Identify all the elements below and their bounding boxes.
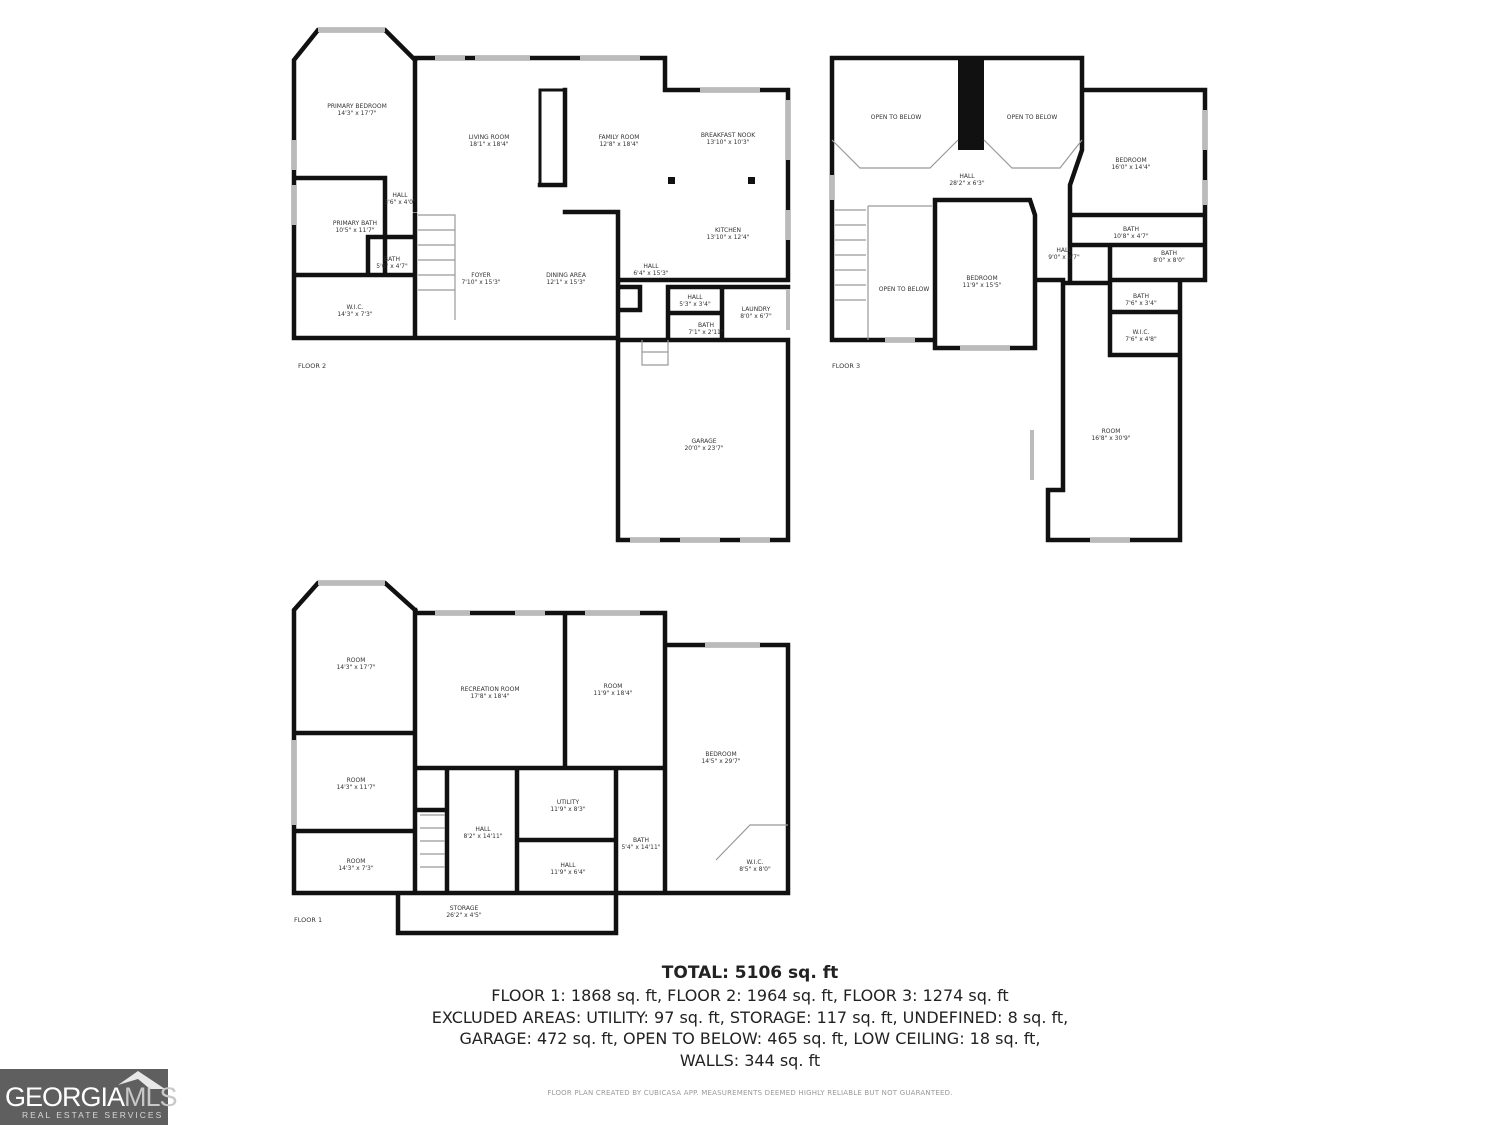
room-name: PRIMARY BATH [333,220,377,227]
room-dimensions: 14'3" x 7'3" [338,865,374,872]
floor-2-walls [291,27,791,543]
room-dimensions: 13'10" x 12'4" [707,234,750,241]
room-dimensions: 11'9" x 8'3" [550,806,586,813]
room-name: RECREATION ROOM [460,686,519,693]
room-name: BEDROOM [705,751,736,758]
disclaimer: FLOOR PLAN CREATED BY CUBICASA APP. MEAS… [547,1089,953,1097]
room-name: BEDROOM [966,275,997,282]
roof-icon [118,1071,165,1089]
room-name: HALL [1056,247,1072,254]
excluded-areas-1: EXCLUDED AREAS: UTILITY: 97 sq. ft, STOR… [431,1007,1069,1027]
room-dimensions: 14'5" x 29'7" [701,758,740,765]
room-dimensions: 8'2" x 14'11" [463,833,502,840]
room-dimensions: 12'8" x 18'4" [599,141,638,148]
room-dimensions: 8'5" x 8'0" [739,866,771,873]
room-name: ROOM [347,858,366,865]
floor-areas: FLOOR 1: 1868 sq. ft, FLOOR 2: 1964 sq. … [491,985,1009,1005]
room-dimensions: 8'0" x 8'0" [1153,257,1185,264]
room-name: BATH [633,837,649,844]
room-dimensions: 20'0" x 23'7" [684,445,723,452]
excluded-areas-2: GARAGE: 472 sq. ft, OPEN TO BELOW: 465 s… [459,1029,1041,1049]
total-area: TOTAL: 5106 sq. ft [661,963,839,983]
room-dimensions: 28'2" x 6'3" [949,180,985,187]
room-dimensions: 17'8" x 18'4" [470,693,509,700]
room-dimensions: 16'0" x 14'4" [1111,164,1150,171]
room-dimensions: 10'5" x 11'7" [335,227,374,234]
room-name: W.I.C. [347,304,364,311]
room-dimensions: 11'9" x 18'4" [593,690,632,697]
room-dimensions: 14'3" x 11'7" [336,784,375,791]
room-name: ROOM [604,683,623,690]
room-name: FOYER [471,272,490,279]
georgia-mls-logo: GEORGIAMLS REAL ESTATE SERVICES [0,1069,178,1125]
room-name: LAUNDRY [742,306,771,313]
room-name: BATH [1133,293,1149,300]
room-dimensions: 7'10" x 15'3" [461,279,500,286]
area-summary: TOTAL: 5106 sq. ft FLOOR 1: 1868 sq. ft,… [0,963,1500,1072]
room-name: HALL [560,862,576,869]
room-name: BEDROOM [1115,157,1146,164]
floor-label: FLOOR 3 [832,362,860,370]
room-dimensions: 11'9" x 6'4" [550,869,586,876]
room-name: ROOM [347,777,366,784]
room-dimensions: 6'4" x 15'3" [633,270,669,277]
room-dimensions: 3'6" x 4'0" [384,199,416,206]
room-name: ROOM [1102,428,1121,435]
room-dimensions: 7'6" x 4'8" [1125,336,1157,343]
room-name: OPEN TO BELOW [879,286,930,293]
room-name: PRIMARY BEDROOM [327,103,387,110]
room-name: KITCHEN [715,227,741,234]
room-dimensions: 14'3" x 17'7" [336,664,375,671]
room-name: STORAGE [450,905,479,912]
room-dimensions: 9'0" x 9'7" [1048,254,1080,261]
floor-1-walls [291,580,791,936]
room-name: ROOM [347,657,366,664]
room-dimensions: 26'2" x 4'5" [446,912,482,919]
room-name: BATH [698,322,714,329]
room-name: FAMILY ROOM [599,134,640,141]
room-name: BATH [384,256,400,263]
room-dimensions: 8'0" x 6'7" [740,313,772,320]
room-name: GARAGE [691,438,716,445]
room-name: W.I.C. [1133,329,1150,336]
room-name: OPEN TO BELOW [1007,114,1058,121]
room-name: DINING AREA [546,272,587,279]
room-name: HALL [392,192,408,199]
room-name: HALL [475,826,491,833]
room-dimensions: 7'1" x 2'11" [688,329,724,336]
walls-area: WALLS: 344 sq. ft [679,1051,821,1071]
floor-label: FLOOR 1 [294,916,322,924]
room-dimensions: 14'3" x 7'3" [337,311,373,318]
room-name: HALL [687,294,703,301]
room-dimensions: 11'9" x 15'5" [962,282,1001,289]
room-dimensions: 10'8" x 4'7" [1113,233,1149,240]
room-name: HALL [959,173,975,180]
room-dimensions: 18'1" x 18'4" [469,141,508,148]
room-name: BATH [1161,250,1177,257]
room-dimensions: 5'6" x 4'7" [376,263,408,270]
floor-3-walls [829,55,1208,543]
room-dimensions: 13'10" x 10'3" [707,139,750,146]
room-dimensions: 12'1" x 15'3" [546,279,585,286]
room-name: UTILITY [557,799,580,806]
room-dimensions: 7'6" x 3'4" [1125,300,1157,307]
room-name: W.I.C. [747,859,764,866]
room-name: BREAKFAST NOOK [701,132,756,139]
room-dimensions: 14'3" x 17'7" [337,110,376,117]
room-name: LIVING ROOM [469,134,510,141]
room-name: HALL [643,263,659,270]
room-dimensions: 5'4" x 14'11" [621,844,660,851]
room-dimensions: 16'8" x 30'9" [1091,435,1130,442]
floor-label: FLOOR 2 [298,362,326,370]
room-name: BATH [1123,226,1139,233]
room-dimensions: 5'3" x 3'4" [679,301,711,308]
room-name: OPEN TO BELOW [871,114,922,121]
